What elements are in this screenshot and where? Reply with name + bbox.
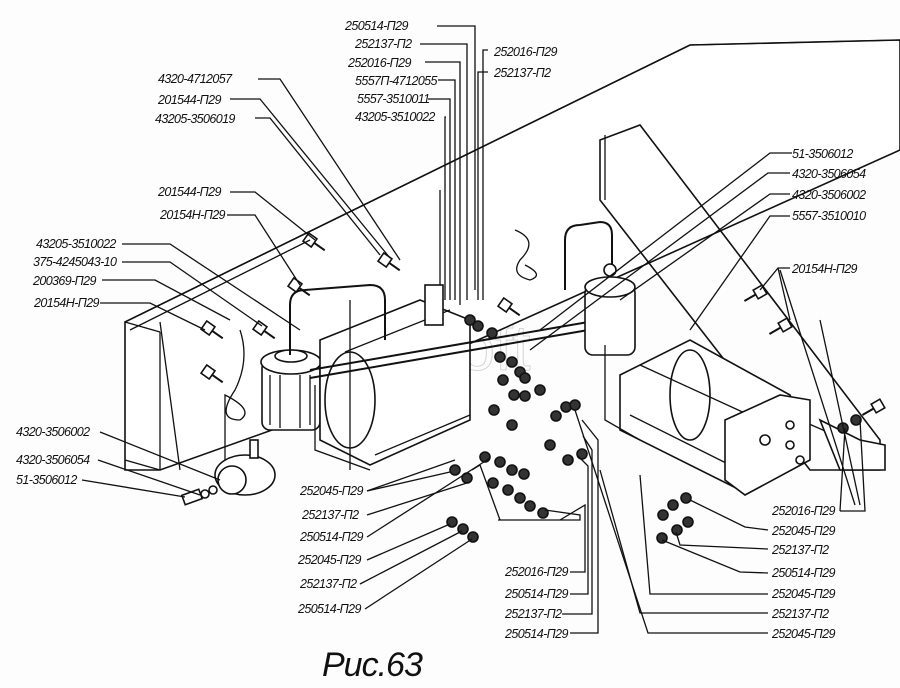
part-label: 4320-3506002 — [792, 188, 866, 202]
part-label: 375-4245043-10 — [33, 255, 117, 269]
part-label: 252137-П2 — [299, 577, 357, 591]
part-label: 5557-3510011 — [357, 92, 430, 106]
part-label: 200369-П29 — [32, 274, 96, 288]
labels-bottom-right: 252016-П29 252045-П29 252137-П2 250514-П… — [771, 504, 836, 641]
labels-left-group: 43205-3510022 375-4245043-10 200369-П29 … — [32, 237, 118, 310]
part-label: 5557-3510010 — [792, 209, 866, 223]
left-accumulator — [319, 284, 471, 466]
part-label: 252045-П29 — [771, 627, 835, 641]
part-label: 43205-3510022 — [36, 237, 116, 251]
left-pipes — [224, 283, 601, 471]
labels-bottom-center-left: 252045-П29 252137-П2 250514-П29 252045-П… — [297, 484, 364, 616]
part-label: 4320-3506002 — [16, 425, 90, 439]
right-small-bracket — [818, 418, 886, 471]
part-label: 43205-3510022 — [355, 110, 435, 124]
part-label: 4320-3506054 — [16, 453, 90, 467]
part-label: 252016-П29 — [771, 504, 835, 518]
leader-lines — [81, 25, 866, 634]
part-label: 5557П-4712055 — [355, 74, 438, 88]
labels-mid-left-bolts: 201544-П29 20154Н-П29 — [157, 185, 226, 222]
part-label: 250514-П29 — [297, 602, 361, 616]
part-label: 201544-П29 — [157, 185, 221, 199]
right-accumulator — [604, 339, 811, 496]
part-label: 252137-П2 — [504, 607, 562, 621]
part-label: 201544-П29 — [157, 93, 221, 107]
labels-upper-left: 4320-4712057 201544-П29 43205-3506019 — [155, 72, 236, 126]
labels-right-upper: 51-3506012 4320-3506054 4320-3506002 555… — [791, 147, 867, 276]
part-label: 252045-П29 — [299, 484, 363, 498]
part-label: 252137-П2 — [771, 607, 829, 621]
part-label: 43205-3506019 — [155, 112, 235, 126]
part-label: 20154Н-П29 — [159, 208, 226, 222]
part-label: 252045-П29 — [771, 587, 835, 601]
part-label: 4320-4712057 — [158, 72, 233, 86]
part-label: 250514-П29 — [344, 19, 408, 33]
part-label: 20154Н-П29 — [791, 262, 858, 276]
part-label: 250514-П29 — [504, 627, 568, 641]
labels-top-column: 250514-П29 252137-П2 252016-П29 5557П-47… — [344, 19, 438, 124]
part-label: 250514-П29 — [771, 566, 835, 580]
part-label: 51-3506012 — [792, 147, 853, 161]
part-label: 252016-П29 — [347, 56, 411, 70]
part-label: 250514-П29 — [504, 587, 568, 601]
part-label: 51-3506012 — [16, 473, 77, 487]
part-label: 250514-П29 — [299, 530, 363, 544]
figure-caption: Рис.63 — [322, 646, 423, 684]
part-label: 252137-П2 — [301, 508, 359, 522]
labels-top-right: 252016-П29 252137-П2 — [493, 45, 558, 80]
labels-lower-left: 4320-3506002 4320-3506054 51-3506012 — [16, 425, 91, 487]
part-label: 4320-3506054 — [792, 167, 866, 181]
part-label: 252137-П2 — [354, 37, 412, 51]
part-label: 252016-П29 — [504, 565, 568, 579]
left-brake-chamber — [260, 349, 322, 431]
part-label: 20154Н-П29 — [33, 296, 100, 310]
nuts-washers — [446, 314, 862, 544]
part-label: 252137-П2 — [771, 543, 829, 557]
part-label: 252137-П2 — [493, 66, 551, 80]
part-label: 252045-П29 — [771, 524, 835, 538]
right-brake-chamber — [514, 220, 636, 356]
labels-bottom-center: 252016-П29 250514-П29 252137-П2 250514-П… — [504, 565, 569, 641]
part-label: 252016-П29 — [493, 45, 557, 59]
part-label: 252045-П29 — [297, 553, 361, 567]
